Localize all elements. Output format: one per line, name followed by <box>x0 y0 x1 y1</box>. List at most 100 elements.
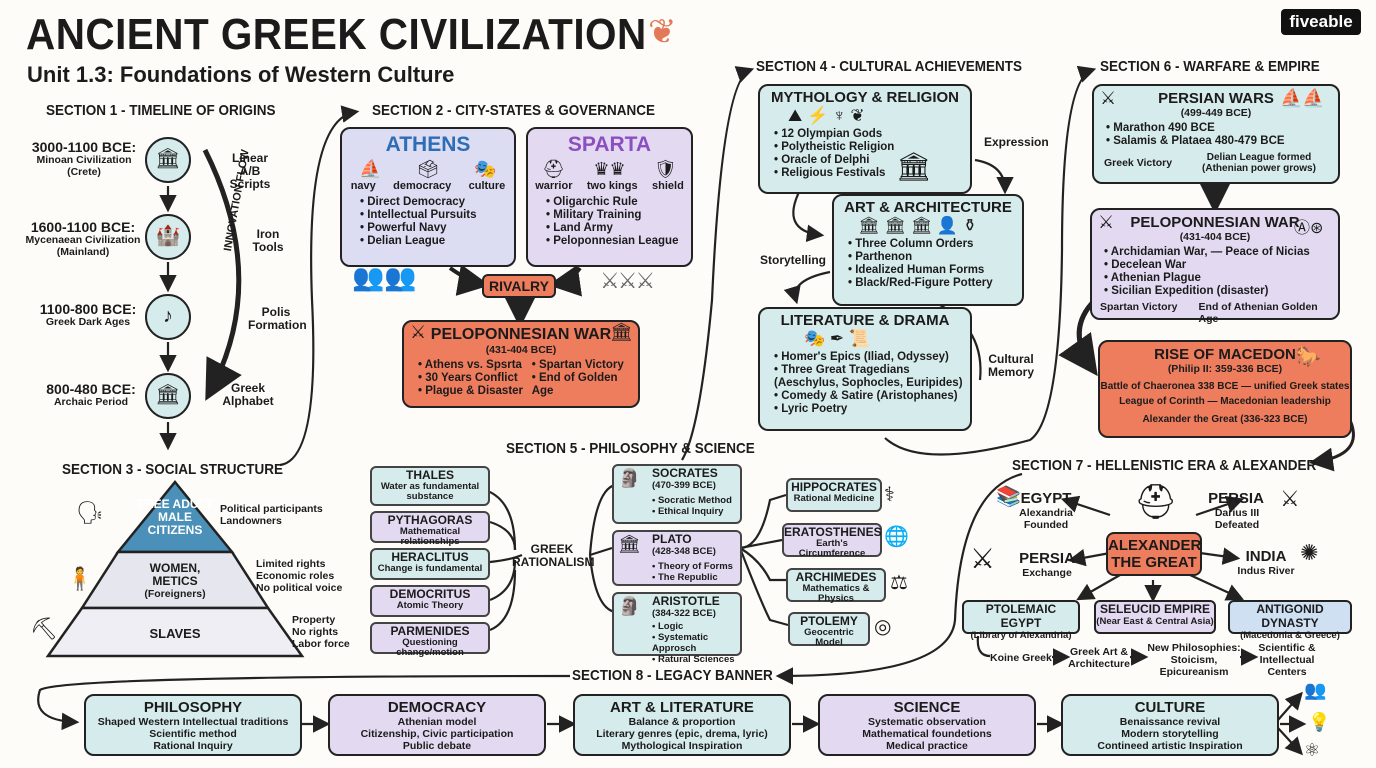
region-desc: Exchange <box>1022 567 1072 579</box>
region-desc: Indus River <box>1237 565 1295 577</box>
tier-citizens: FREE ADULT MALE CITIZENS <box>137 497 213 537</box>
war-item: Plague & Disaster <box>418 385 532 398</box>
sparta-item: Peloponnesian League <box>546 235 691 248</box>
legacy-line: Citizenship, Civic participation <box>360 728 514 740</box>
legacy-title: PHILOSOPHY <box>143 699 243 716</box>
alexander-portrait-icon: ⛑ <box>1134 483 1178 521</box>
macedon-line: League of Corinth — Macedonian leadershi… <box>1119 396 1331 407</box>
pelo-dates: (431-404 BCE) <box>1179 231 1251 243</box>
region-name: PERSIA <box>1019 550 1075 567</box>
athens-item: Intellectual Pursuits <box>360 209 514 222</box>
macedon-dates: (Philip II: 359-336 BCE) <box>1167 363 1283 375</box>
storytelling-label: Storytelling <box>760 253 827 267</box>
philosopher-dates: (428-348 BCE) <box>652 546 716 557</box>
section1-heading: SECTION 1 - TIMELINE OF ORIGINS <box>46 102 276 119</box>
era-date: 1100-800 BCE: <box>39 301 137 317</box>
rivalry-badge: RIVALRY <box>482 274 556 298</box>
legacy-line: Public debate <box>402 740 472 752</box>
innovation-item: Linear A/B Scripts <box>229 151 271 191</box>
art-item: Black/Red-Figure Pottery <box>848 277 1022 290</box>
icon-label: navy <box>350 180 376 192</box>
literature-card: LITERATURE & DRAMA 🎭 ✒ 📜 Homer's Epics (… <box>758 307 972 431</box>
thinker-desc: Mathematical relationships <box>399 526 461 547</box>
scientist-name: ARCHIMEDES <box>795 570 877 584</box>
war-item: Spartan Victory <box>532 359 638 372</box>
thinker-desc: Atomic Theory <box>396 600 464 611</box>
caduceus-icon: ⚕ <box>884 484 895 506</box>
philosopher-item: Ratural Sciences <box>652 654 740 665</box>
art-item: Parthenon <box>848 251 1022 264</box>
philosopher-item: Logic <box>652 621 740 632</box>
philosopher-item: The Republic <box>652 572 740 583</box>
mandala-icon: ✺ <box>1300 540 1319 565</box>
lit-item: Lyric Poetry <box>774 403 970 416</box>
helmet-icon: ⛑ <box>542 159 566 179</box>
section4-heading: SECTION 4 - CULTURAL ACHIEVEMENTS <box>756 58 1023 75</box>
philosopher-item: Theory of Forms <box>652 561 740 572</box>
castle-icon: 🏰 <box>145 214 191 260</box>
era-note: (Crete) <box>67 166 101 178</box>
kingdom-ptolemaic: PTOLEMAIC EGYPT (Library of Alexandria) <box>962 600 1080 641</box>
athens-sparta-coins-icon: Ⓐ⊛ <box>1294 220 1324 237</box>
section5-heading: SECTION 5 - PHILOSOPHY & SCIENCE <box>506 440 755 457</box>
myth-title: MYTHOLOGY & RELIGION <box>770 89 960 106</box>
myth-item: Polytheistic Religion <box>774 141 970 154</box>
sparta-icons: ⛑♛♛🛡 <box>528 159 691 180</box>
athens-icons: ⛵🗳🎭 <box>342 159 514 180</box>
icon-label: shield <box>652 180 684 192</box>
cultural-memory-label: Cultural Memory <box>987 352 1034 379</box>
scientist-name: ERATOSTHENES <box>784 525 882 539</box>
legacy-line: Medical practice <box>886 740 968 752</box>
lit-item: Comedy & Satire (Aristophanes) <box>774 390 970 403</box>
pelo-item: Archidamian War, — Peace of Nicias <box>1104 246 1338 259</box>
globe-icon: 🌐 <box>884 526 909 548</box>
sparta-title: SPARTA <box>567 133 652 156</box>
era-2: 1600-1100 BCE: Mycenaean Civilization (M… <box>8 220 158 258</box>
philosopher-name: ARISTOTLE <box>652 594 720 608</box>
era-name: Minoan Civilization <box>36 154 132 166</box>
temple-icon: 🏛 <box>145 373 191 419</box>
shield-icon: 🛡 <box>653 159 677 179</box>
scientist-desc: Earth's Circumference <box>798 538 866 559</box>
scientist-ptolemy: PTOLEMY Geocentric Model <box>788 612 870 648</box>
aristotle-bust-icon: 🗿 <box>618 596 641 616</box>
tier-women-metics: WOMEN, METICS (Foreigners) <box>130 561 220 601</box>
icon-label: two kings <box>586 180 638 192</box>
scientist-desc: Rational Medicine <box>793 493 875 504</box>
ships-icon: ⛵⛵ <box>1280 88 1325 108</box>
fiveable-logo: fiveable <box>1281 9 1361 35</box>
era-note: (Mainland) <box>56 246 110 258</box>
philosopher-aristotle: ARISTOTLE (384-322 BCE) LogicSystematic … <box>612 592 742 665</box>
era-name: Mycenaean Civilization <box>25 234 141 246</box>
lightbulb-icon: 💡 <box>1308 712 1331 732</box>
region-name: EGYPT <box>1020 490 1072 507</box>
legacy-line: Rational Inquiry <box>153 740 233 752</box>
ship-icon: ⛵ <box>359 159 382 179</box>
sparta-item: Military Training <box>546 209 691 222</box>
thinker-pythagoras: PYTHAGORAS Mathematical relationships <box>370 511 490 547</box>
persian-outcome: Delian League formed (Athenian power gro… <box>1202 152 1316 174</box>
ruined-column-icon: 🏛 <box>610 322 633 342</box>
assembly-illustration-icon: 👥👥 <box>352 262 417 292</box>
scientist-hippocrates: HIPPOCRATES Rational Medicine <box>786 478 882 512</box>
column-icon: 🏛 <box>618 534 641 554</box>
thinker-name: THALES <box>406 468 454 482</box>
innovation-item: Greek Alphabet <box>222 381 274 408</box>
legacy-line: Shaped Western Intellectual traditions <box>97 716 289 728</box>
section6-heading: SECTION 6 - WARFARE & EMPIRE <box>1100 58 1320 75</box>
tier-label: WOMEN, METICS <box>149 561 201 588</box>
flow-centers: Scientific & Intellectual Centers <box>1258 642 1316 678</box>
thinker-desc: Water as fundamental substance <box>380 481 480 502</box>
war-item: Athens vs. Spsrta <box>418 359 532 372</box>
legacy-title: CULTURE <box>1134 699 1206 716</box>
philosopher-item: Ethical Inquiry <box>652 506 740 517</box>
sparta-item: Land Army <box>546 222 691 235</box>
persian-wars-card: PERSIAN WARS (499-449 BCE) Marathon 490 … <box>1092 84 1340 184</box>
philosopher-socrates: SOCRATES (470-399 BCE) Socratic MethodEt… <box>612 464 742 524</box>
battle-icon: ⚔ <box>1280 486 1300 511</box>
kingdom-desc: (Near East & Central Asia) <box>1096 616 1214 627</box>
section2-heading: SECTION 2 - CITY-STATES & GOVERNANCE <box>372 102 656 119</box>
region-name: INDIA <box>1245 548 1287 565</box>
tier-note: Property No rights Labor force <box>292 614 350 650</box>
scientist-name: HIPPOCRATES <box>791 480 877 494</box>
